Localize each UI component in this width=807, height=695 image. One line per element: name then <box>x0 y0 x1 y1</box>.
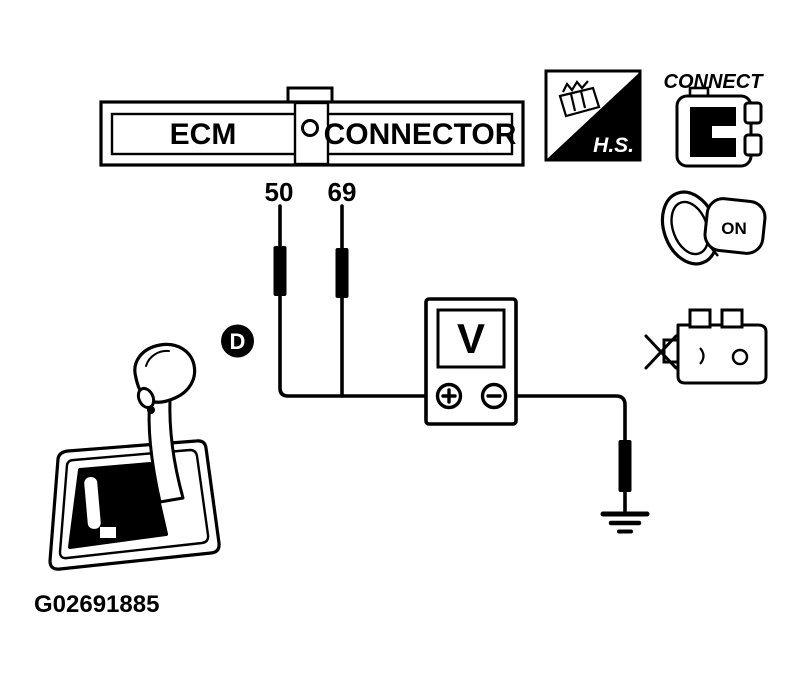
shifter-knob-highlight <box>145 349 170 367</box>
ignition-key-icon <box>703 197 767 257</box>
pin-69-terminal <box>335 248 349 298</box>
voltmeter: V <box>424 297 518 426</box>
pin-69-label: 69 <box>328 177 357 207</box>
connector-label: CONNECTOR <box>324 118 517 151</box>
shifter-button-dot <box>147 406 155 414</box>
ground-icon <box>600 511 650 534</box>
connector-index-circle-icon <box>301 119 319 137</box>
test-callout-d: D <box>221 324 254 358</box>
ignition-on-badge: ON <box>660 190 767 266</box>
shifter-base-inner <box>58 448 210 560</box>
pin-50-wire <box>278 204 428 398</box>
ecm-label: ECM <box>170 118 237 151</box>
figure-id: G02691885 <box>34 591 159 618</box>
meter-to-ground-wire <box>514 394 627 514</box>
plus-terminal-icon <box>435 382 463 410</box>
ground-wire-terminal <box>618 440 632 492</box>
connect-badge: CONNECT <box>664 71 765 168</box>
shifter-illustration <box>48 342 221 571</box>
hs-label: H.S. <box>593 134 634 157</box>
connect-label: CONNECT <box>664 71 765 93</box>
engine-fan-icon <box>644 334 678 370</box>
pin-50-label: 50 <box>265 177 294 207</box>
callout-label: D <box>230 329 246 354</box>
voltmeter-display <box>436 308 506 369</box>
ignition-on-label: ON <box>721 219 747 238</box>
shifter-gate-slot <box>84 476 101 529</box>
shifter-gate-detent <box>100 527 116 538</box>
ecm-connector-box: ECM CONNECTOR <box>99 86 525 167</box>
voltmeter-v-label: V <box>457 315 485 362</box>
shifter-lever-shaft <box>147 396 185 504</box>
pin-50-terminal <box>273 246 287 296</box>
engine-icon <box>644 308 768 385</box>
callout-circle <box>221 324 254 358</box>
hs-connector-sketch-icon <box>558 80 601 118</box>
minus-terminal-icon <box>480 382 508 410</box>
wiring <box>278 204 627 514</box>
hs-black-triangle <box>547 72 640 159</box>
connector-plug-icon <box>675 86 763 168</box>
shifter-gate <box>68 462 168 549</box>
hs-badge: H.S. <box>544 69 642 162</box>
